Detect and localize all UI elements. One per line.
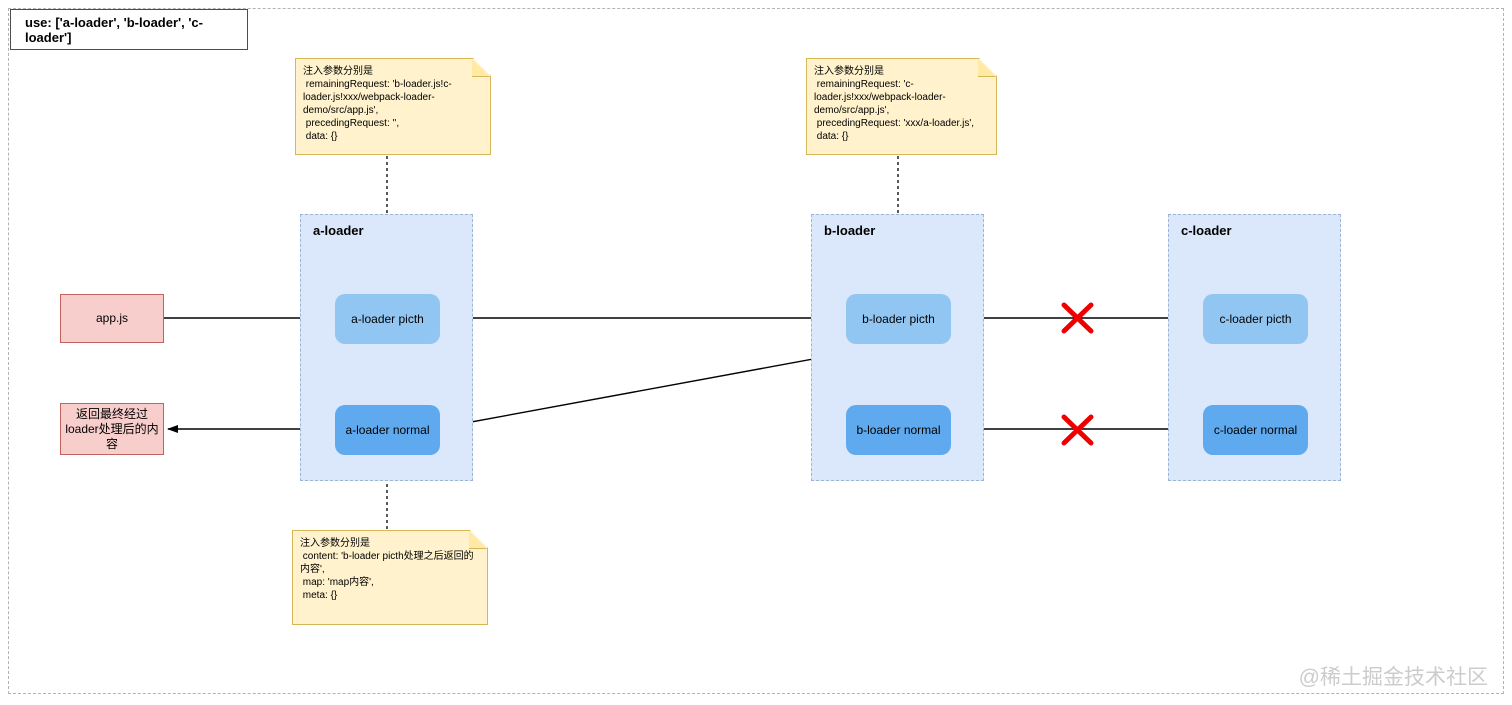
cross-pitch-line-1 bbox=[1061, 302, 1094, 334]
cross-marks bbox=[1061, 302, 1094, 446]
c-loader-pitch-label: c-loader picth bbox=[1219, 312, 1292, 326]
note-fold-icon bbox=[472, 59, 490, 77]
b-loader-normal-node: b-loader normal bbox=[846, 405, 951, 455]
c-loader-title: c-loader bbox=[1181, 223, 1232, 238]
a-loader-normal-node: a-loader normal bbox=[335, 405, 440, 455]
b-loader-pitch-node: b-loader picth bbox=[846, 294, 951, 344]
output-result-label: 返回最终经过loader处理后的内容 bbox=[65, 406, 159, 451]
b-loader-pitch-label: b-loader picth bbox=[862, 312, 935, 326]
watermark: @稀土掘金技术社区 bbox=[1298, 666, 1488, 689]
note-fold-icon bbox=[978, 59, 996, 77]
a-loader-title: a-loader bbox=[313, 223, 364, 238]
use-config-label: use: ['a-loader', 'b-loader', 'c-loader'… bbox=[25, 14, 203, 45]
b-loader-container: b-loader b-loader picth b-loader normal bbox=[811, 214, 984, 481]
a-loader-pitch-label: a-loader picth bbox=[351, 312, 424, 326]
note-normal-a-args: 注入参数分别是 content: 'b-loader picth处理之后返回的 … bbox=[292, 530, 488, 625]
input-appjs-box: app.js bbox=[60, 294, 164, 343]
note-pitch-b-args-text: 注入参数分别是 remainingRequest: 'c- loader.js!… bbox=[814, 66, 975, 142]
b-loader-normal-label: b-loader normal bbox=[856, 423, 941, 437]
c-loader-normal-node: c-loader normal bbox=[1203, 405, 1308, 455]
note-normal-a-args-text: 注入参数分别是 content: 'b-loader picth处理之后返回的 … bbox=[300, 538, 474, 601]
note-pitch-a-args: 注入参数分别是 remainingRequest: 'b-loader.js!c… bbox=[295, 58, 491, 155]
output-result-box: 返回最终经过loader处理后的内容 bbox=[60, 403, 164, 455]
c-loader-normal-label: c-loader normal bbox=[1213, 423, 1298, 437]
input-appjs-label: app.js bbox=[95, 311, 129, 325]
b-loader-title: b-loader bbox=[824, 223, 876, 238]
note-pitch-b-args: 注入参数分别是 remainingRequest: 'c- loader.js!… bbox=[806, 58, 997, 155]
c-loader-container: c-loader c-loader picth c-loader normal bbox=[1168, 214, 1341, 481]
a-loader-container: a-loader a-loader picth a-loader normal bbox=[300, 214, 473, 481]
note-pitch-a-args-text: 注入参数分别是 remainingRequest: 'b-loader.js!c… bbox=[303, 66, 452, 142]
note-fold-icon bbox=[469, 531, 487, 549]
use-config-box: use: ['a-loader', 'b-loader', 'c-loader'… bbox=[10, 9, 248, 50]
a-loader-normal-label: a-loader normal bbox=[345, 423, 430, 437]
a-loader-pitch-node: a-loader picth bbox=[335, 294, 440, 344]
c-loader-pitch-node: c-loader picth bbox=[1203, 294, 1308, 344]
cross-normal-line-2 bbox=[1061, 414, 1094, 446]
cross-pitch-line-2 bbox=[1061, 302, 1094, 334]
cross-normal-line-1 bbox=[1061, 414, 1094, 446]
